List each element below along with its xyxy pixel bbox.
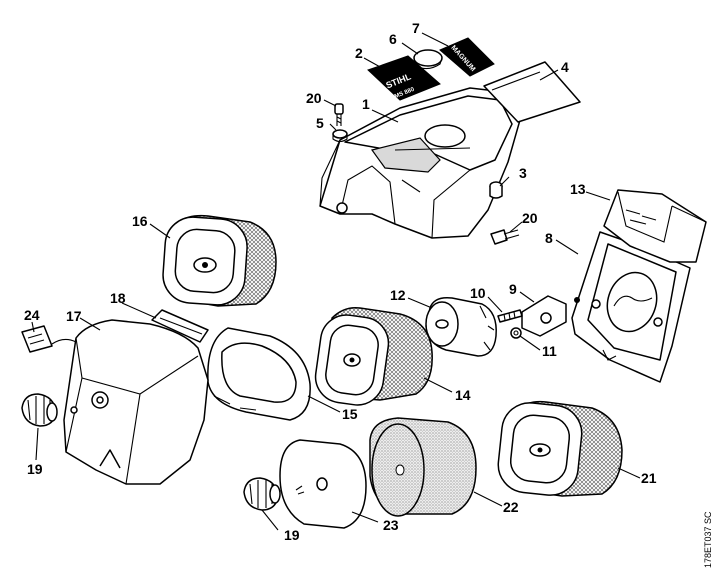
knob-left-part	[21, 393, 58, 427]
callout-4: 4	[561, 59, 569, 75]
callout-1: 1	[362, 96, 370, 112]
air-filter-right-part	[497, 400, 623, 497]
callout-8: 8	[545, 230, 553, 246]
prefilter-cartridge-part	[425, 296, 497, 357]
callout-20-upper: 20	[306, 90, 322, 106]
spring-pin-part	[497, 309, 523, 323]
foam-prefilter-part	[369, 417, 477, 517]
callout-9: 9	[509, 281, 517, 297]
magnum-badge-part: MAGNUM	[439, 37, 495, 77]
callout-17: 17	[66, 308, 82, 324]
label-plate-part	[21, 325, 77, 353]
washer-upper-part	[332, 129, 348, 143]
callout-15: 15	[342, 406, 358, 422]
cap-part	[413, 49, 443, 70]
shroud-cover-part	[319, 87, 521, 239]
bracket-part	[521, 295, 567, 337]
callout-labels: 1 2 3 4 5 6 7 8 9 10 11 12 13 14 15 16 1…	[24, 20, 657, 543]
callout-6: 6	[389, 31, 397, 47]
callout-2: 2	[355, 45, 363, 61]
leader-lines	[31, 32, 641, 531]
nut-part	[510, 327, 522, 339]
callout-18: 18	[110, 290, 126, 306]
air-filter-center-part	[314, 306, 433, 406]
plate-part	[483, 61, 581, 123]
callout-22: 22	[503, 499, 519, 515]
callout-16: 16	[132, 213, 148, 229]
callout-5: 5	[316, 115, 324, 131]
callout-12: 12	[390, 287, 406, 303]
callout-13: 13	[570, 181, 586, 197]
callout-14: 14	[455, 387, 471, 403]
seal-strip-part	[151, 309, 209, 343]
screw-upper-part	[334, 103, 344, 126]
knob-bottom-part	[243, 477, 281, 511]
intake-hood-part	[603, 189, 707, 263]
callout-20-right: 20	[522, 210, 538, 226]
callout-19-left: 19	[27, 461, 43, 477]
callout-19-bottom: 19	[284, 527, 300, 543]
callout-24: 24	[24, 307, 40, 323]
callout-3: 3	[519, 165, 527, 181]
air-filter-upper-part	[162, 214, 277, 307]
callout-7: 7	[412, 20, 420, 36]
sleeve-part	[489, 181, 503, 199]
drawing-code: 178ET037 SC	[703, 511, 713, 568]
end-plate-part	[279, 439, 367, 529]
callout-23: 23	[383, 517, 399, 533]
callout-21: 21	[641, 470, 657, 486]
callout-11: 11	[542, 343, 557, 359]
baffle-plate-part	[571, 231, 691, 383]
filter-cover-part	[63, 319, 209, 485]
screw-right-part	[490, 229, 520, 245]
callout-10: 10	[470, 285, 486, 301]
gasket-ring-part	[207, 327, 311, 421]
